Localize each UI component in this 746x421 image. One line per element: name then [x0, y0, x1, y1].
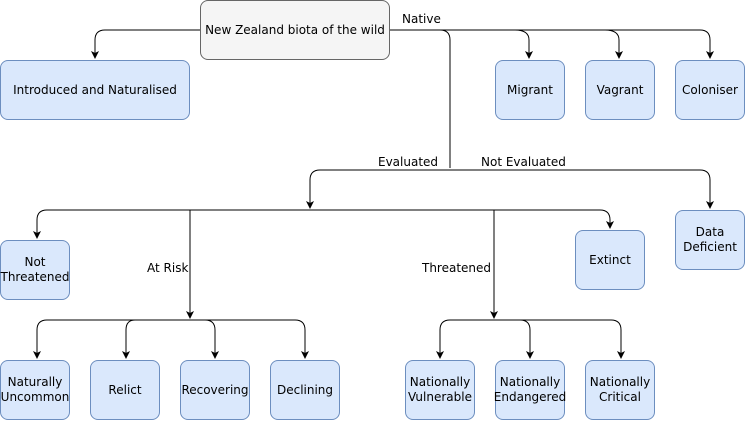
node-recovering-label: Recovering: [181, 382, 249, 397]
edge-evaluated-branch: [306, 169, 450, 209]
node-nationally-vulnerable-label: Nationally Vulnerable: [408, 375, 472, 404]
edge-native-trunk: [390, 29, 714, 59]
edge-to-relict: [122, 319, 136, 359]
node-data-deficient[interactable]: Data Deficient: [675, 210, 745, 270]
node-nationally-critical-label: Nationally Critical: [589, 375, 651, 404]
node-coloniser[interactable]: Coloniser: [675, 60, 745, 120]
edge-to-nationally-vulnerable: [436, 319, 451, 359]
edge-native-down: [439, 29, 451, 168]
edge-label-native: Native: [401, 12, 442, 26]
node-extinct-label: Extinct: [589, 252, 631, 267]
edge-root-introduced: [91, 29, 200, 59]
node-relict-label: Relict: [108, 382, 142, 397]
node-naturally-uncommon-label: Naturally Uncommon: [0, 375, 70, 404]
edge-to-naturally-uncommon: [33, 319, 48, 359]
edge-label-at-risk: At Risk: [146, 261, 190, 275]
edge-to-nationally-endangered: [519, 319, 534, 359]
node-not-threatened[interactable]: Not Threatened: [0, 240, 70, 300]
node-data-deficient-label: Data Deficient: [683, 225, 737, 254]
edge-at-risk-bus: [47, 319, 309, 359]
node-introduced-label: Introduced and Naturalised: [13, 82, 177, 97]
node-migrant[interactable]: Migrant: [495, 60, 565, 120]
node-declining-label: Declining: [276, 382, 334, 397]
node-nationally-vulnerable[interactable]: Nationally Vulnerable: [405, 360, 475, 420]
node-nationally-endangered-label: Nationally Endangered: [493, 375, 567, 404]
node-nationally-endangered[interactable]: Nationally Endangered: [493, 360, 567, 420]
edge-not-evaluated-branch: [450, 169, 714, 209]
node-introduced[interactable]: Introduced and Naturalised: [0, 60, 190, 120]
node-vagrant[interactable]: Vagrant: [585, 60, 655, 120]
node-recovering[interactable]: Recovering: [180, 360, 250, 420]
node-relict[interactable]: Relict: [90, 360, 160, 420]
edge-label-threatened: Threatened: [421, 261, 493, 275]
node-declining[interactable]: Declining: [270, 360, 340, 420]
node-naturally-uncommon[interactable]: Naturally Uncommon: [0, 360, 70, 420]
edge-native-migrant: [514, 29, 533, 59]
node-coloniser-label: Coloniser: [682, 82, 738, 97]
node-root[interactable]: New Zealand biota of the wild: [200, 0, 390, 60]
node-root-label: New Zealand biota of the wild: [205, 22, 385, 37]
node-extinct[interactable]: Extinct: [575, 230, 645, 290]
edge-evaluated-bus: [47, 209, 614, 229]
edge-native-vagrant: [604, 29, 623, 59]
edge-label-evaluated: Evaluated: [377, 155, 440, 169]
node-vagrant-label: Vagrant: [596, 82, 644, 97]
node-migrant-label: Migrant: [507, 82, 553, 97]
edge-threatened-bus: [450, 319, 625, 359]
node-nationally-critical[interactable]: Nationally Critical: [585, 360, 655, 420]
edge-to-recovering: [204, 319, 219, 359]
edge-to-not-threatened: [33, 209, 48, 239]
edge-label-not-evaluated: Not Evaluated: [480, 155, 567, 169]
node-not-threatened-label: Not Threatened: [0, 255, 70, 284]
